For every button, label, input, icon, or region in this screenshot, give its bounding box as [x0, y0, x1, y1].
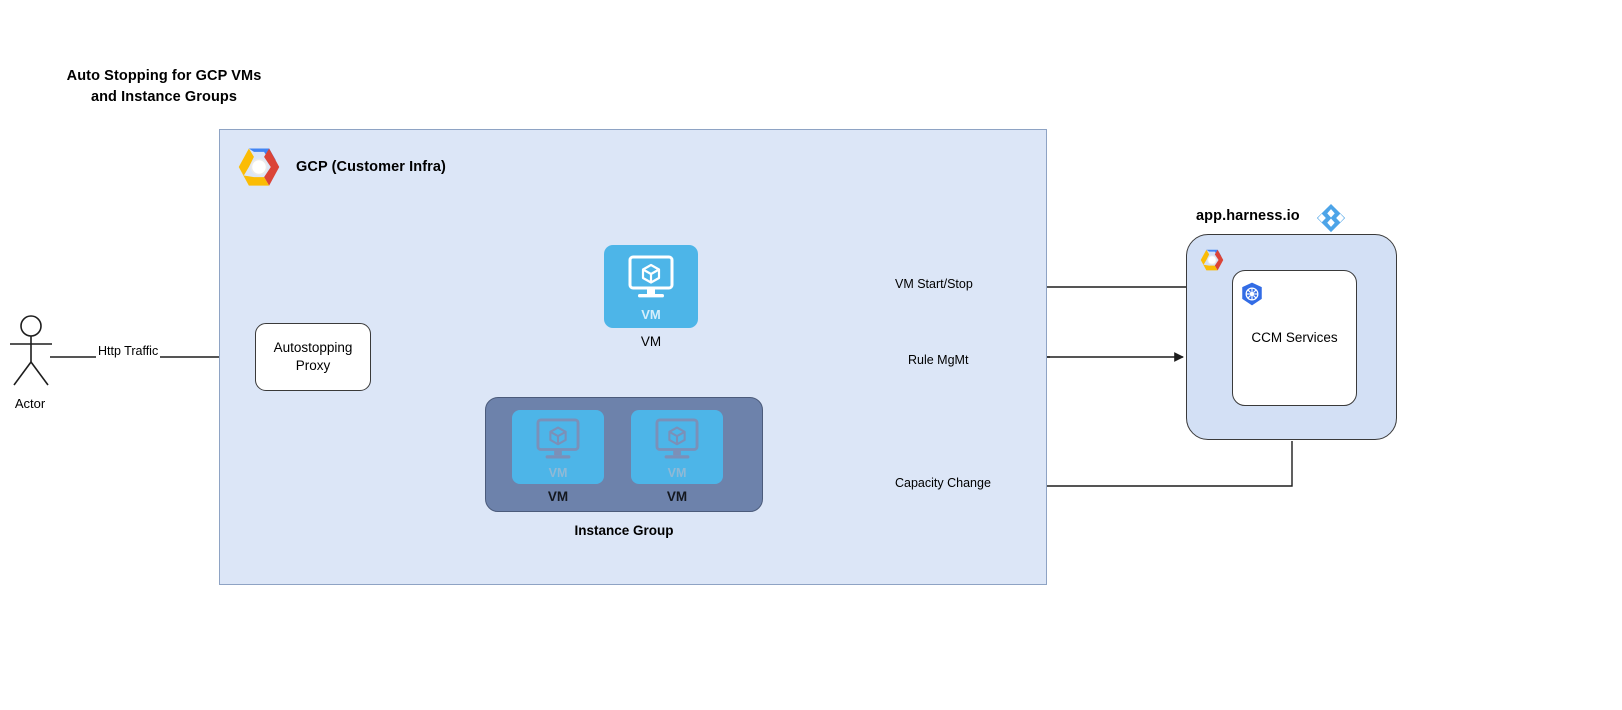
instance-group-vm-0[interactable]: VM [512, 410, 604, 484]
gcp-logo-icon [232, 140, 286, 194]
actor-stick-figure-icon [6, 314, 56, 386]
page-title-line-1: Auto Stopping for GCP VMs [66, 68, 262, 84]
vm-monitor-cube-icon [535, 418, 581, 465]
vm-node-inner-label: VM [641, 307, 661, 322]
edge-label-http-traffic: Http Traffic [96, 344, 161, 358]
gcp-container-label: GCP (Customer Infra) [296, 159, 446, 175]
vm-node-caption: VM [640, 334, 662, 349]
instance-group-vm-1-caption: VM [666, 489, 688, 504]
instance-group-vm-1[interactable]: VM [631, 410, 723, 484]
edge-label-rule-mgmt: Rule MgMt [906, 353, 971, 367]
page-title: Auto Stopping for GCP VMs and Instance G… [44, 66, 284, 108]
ccm-services-label: CCM Services [1251, 330, 1338, 345]
autostopping-proxy-label-line-1: Autostopping [273, 339, 353, 355]
gcp-logo-icon [1197, 245, 1227, 275]
instance-group-vm-0-caption: VM [547, 489, 569, 504]
actor-label: Actor [14, 396, 46, 411]
vm-node[interactable]: VM [604, 245, 698, 328]
instance-group-caption: Instance Group [574, 523, 674, 538]
autostopping-proxy-node[interactable]: Autostopping Proxy [255, 323, 371, 391]
autostopping-proxy-label-line-2: Proxy [295, 358, 331, 373]
page-title-line-2: and Instance Groups [90, 89, 238, 106]
edge-label-vm-start-stop: VM Start/Stop [893, 277, 975, 291]
kubernetes-logo-icon [1239, 281, 1265, 307]
instance-group-container[interactable]: VM VM VM VM [485, 397, 763, 512]
instance-group-vm-1-inner-label: VM [667, 466, 687, 480]
instance-group-vm-0-inner-label: VM [548, 466, 568, 480]
edge-label-capacity-change: Capacity Change [893, 476, 993, 490]
harness-label: app.harness.io [1196, 208, 1300, 224]
vm-monitor-cube-icon [654, 418, 700, 465]
harness-diamond-logo-icon [1316, 203, 1346, 233]
vm-monitor-cube-icon [627, 255, 675, 304]
